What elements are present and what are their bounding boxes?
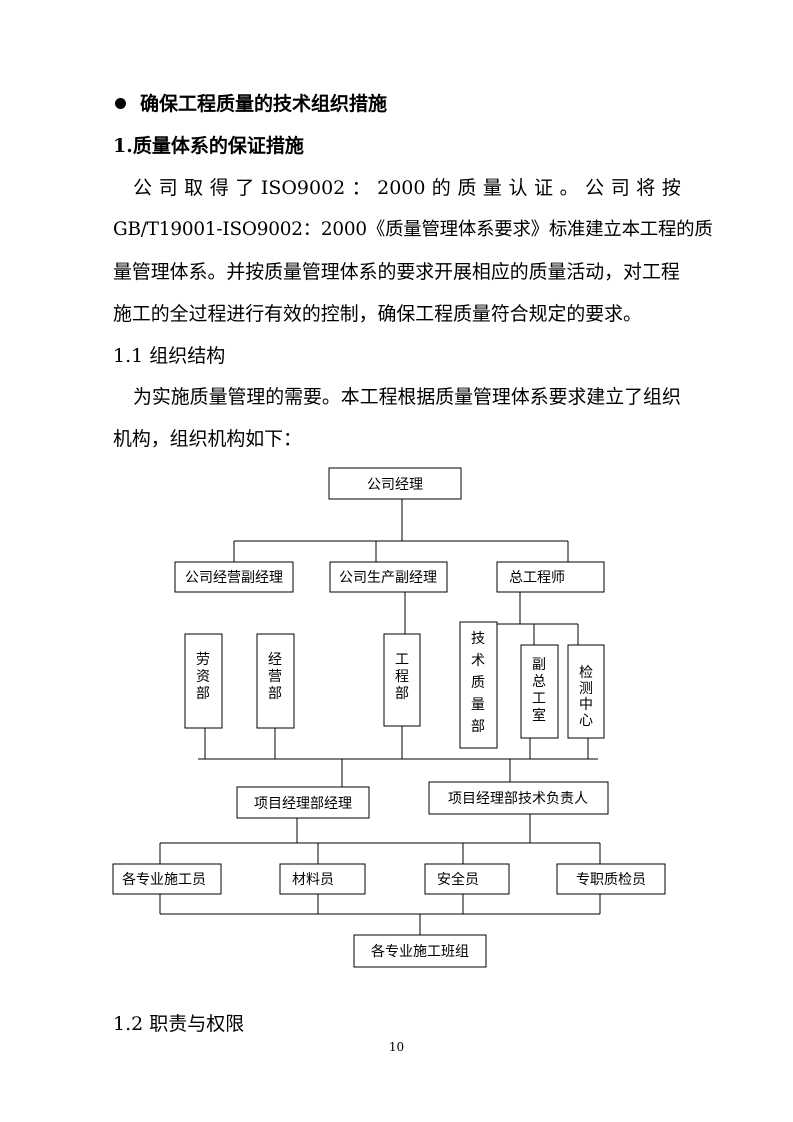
- node-label: 专职质检员: [576, 872, 646, 888]
- node-deputy-production: 公司生产副经理: [329, 561, 448, 593]
- para1-word: ：: [351, 177, 371, 199]
- node-materials-staff: 材料员: [279, 863, 366, 895]
- node-label: 总工程师: [509, 570, 565, 586]
- para1-word: 将: [636, 177, 656, 199]
- node-label: 材料员: [292, 872, 334, 888]
- node-chief-engineer: 总工程师: [496, 561, 605, 593]
- node-label-vertical: 经营部: [268, 652, 282, 702]
- para1-word: 2000: [377, 177, 426, 199]
- node-project-manager: 项目经理部经理: [236, 786, 370, 819]
- para1-line4: 施工的全过程进行有效的控制，确保工程质量符合规定的要求。: [113, 303, 642, 325]
- section-1-1-title: 1.1 组织结构: [113, 345, 226, 367]
- para1-word: 证: [534, 177, 554, 199]
- node-label-vertical: 检测中心: [579, 665, 593, 729]
- node-label: 各专业施工员: [122, 872, 206, 888]
- page-number: 10: [388, 1040, 405, 1054]
- node-safety-staff: 安全员: [424, 863, 510, 895]
- para1-word: 质: [457, 177, 477, 199]
- para1-word: 公: [133, 177, 153, 199]
- para1-line3: 量管理体系。并按质量管理体系的要求开展相应的质量活动，对工程: [113, 261, 680, 283]
- para1-word: ISO9002: [260, 177, 346, 199]
- node-label: 项目经理部经理: [254, 796, 352, 812]
- node-label: 公司经理: [367, 477, 423, 493]
- para1-word: 公: [585, 177, 605, 199]
- section-1-title: 1.质量体系的保证措施: [113, 135, 304, 157]
- node-deputy-chief-office: [520, 644, 559, 739]
- para2-line2: 机构，组织机构如下：: [113, 428, 302, 450]
- node-tech-quality-dept: [459, 621, 498, 749]
- node-testing-center: [567, 644, 605, 739]
- node-work-teams: 各专业施工班组: [353, 934, 487, 968]
- node-label: 项目经理部技术负责人: [448, 791, 588, 807]
- node-label-vertical: 工程部: [395, 652, 409, 702]
- para1-word: 得: [209, 177, 229, 199]
- para2-line1: 为实施质量管理的需要。本工程根据质量管理体系要求建立了组织: [133, 386, 681, 408]
- heading-title: 确保工程质量的技术组织措施: [140, 93, 388, 115]
- node-label: 公司生产副经理: [339, 570, 437, 586]
- para1-line1: 公 司 取 得 了 ISO9002 ： 2000 的 质 量 认 证 。 公 司…: [133, 176, 681, 200]
- para1-word: 司: [610, 177, 630, 199]
- node-engineering-dept: [383, 633, 421, 727]
- para1-word: 按: [661, 177, 681, 199]
- para1-word: 的: [431, 177, 452, 199]
- para1-word: 了: [235, 177, 255, 199]
- para1-word: 司: [158, 177, 178, 199]
- vertical-labels: 劳资部 经营部 工程部 技术质量部 副总工室 检测中心: [196, 631, 593, 735]
- node-label: 公司经营副经理: [185, 570, 283, 586]
- node-label: 各专业施工班组: [371, 944, 469, 960]
- node-label-vertical: 劳资部: [196, 652, 210, 702]
- node-business-dept: [256, 633, 295, 729]
- para1-word: 量: [482, 177, 503, 199]
- org-chart-connectors: [159, 499, 601, 935]
- node-company-manager: 公司经理: [328, 467, 462, 500]
- bullet-icon: [115, 98, 126, 109]
- node-quality-inspector: 专职质检员: [556, 863, 666, 895]
- para1-word: 取: [184, 177, 204, 199]
- para1-word: 认: [508, 177, 528, 199]
- para1-word: 。: [559, 177, 579, 199]
- section-1-2-title: 1.2 职责与权限: [113, 1013, 245, 1035]
- node-label-vertical: 技术质量部: [471, 631, 485, 735]
- para1-line2: GB/T19001-ISO9002：2000《质量管理体系要求》标准建立本工程的…: [113, 219, 713, 240]
- node-construction-staff: 各专业施工员: [112, 863, 222, 895]
- node-label-vertical: 副总工室: [532, 657, 546, 724]
- node-project-tech-lead: 项目经理部技术负责人: [428, 781, 609, 815]
- node-labor-dept: [184, 633, 223, 729]
- node-label: 安全员: [437, 871, 479, 888]
- node-deputy-business: 公司经营副经理: [174, 561, 294, 593]
